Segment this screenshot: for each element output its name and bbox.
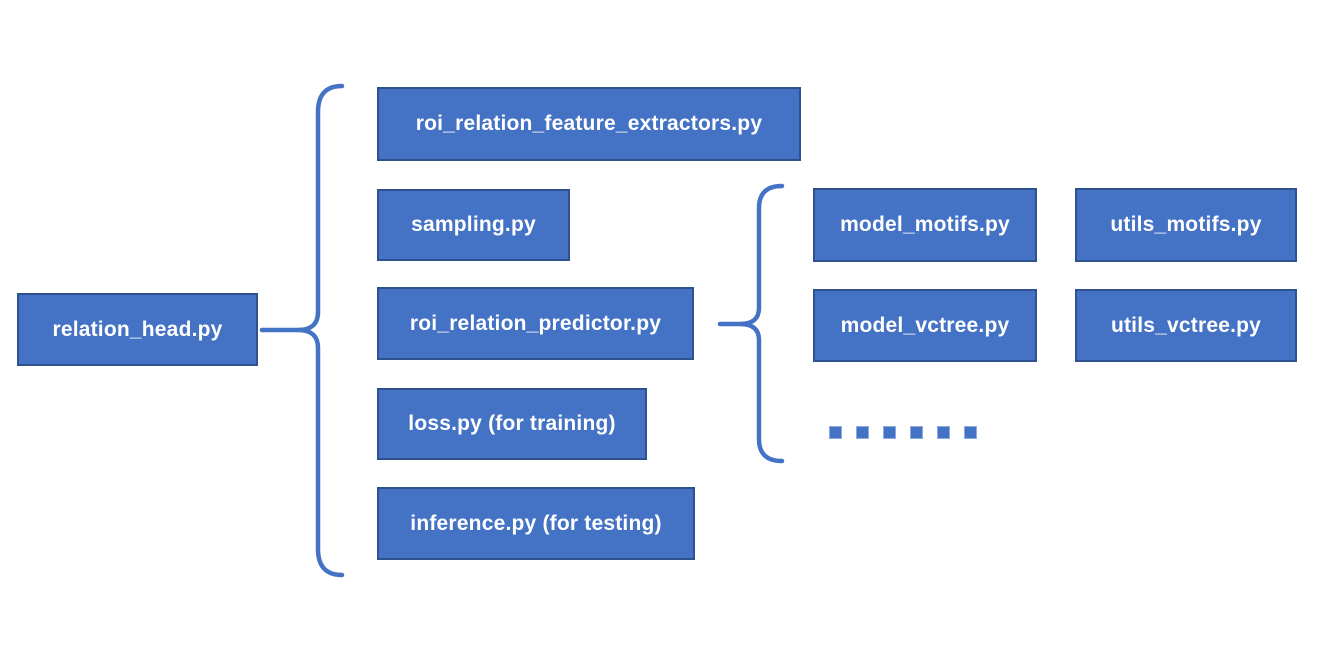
- node-roi-relation-feature-extractors: roi_relation_feature_extractors.py: [377, 87, 801, 161]
- left-curly-brace-small: [739, 183, 785, 464]
- ellipsis-dot: [883, 426, 896, 439]
- ellipsis-dot: [856, 426, 869, 439]
- node-sampling: sampling.py: [377, 189, 570, 261]
- left-curly-brace-large: [297, 83, 345, 578]
- ellipsis-dots: [829, 426, 977, 439]
- node-relation-head: relation_head.py: [17, 293, 258, 366]
- ellipsis-dot: [937, 426, 950, 439]
- ellipsis-dot: [829, 426, 842, 439]
- node-utils-vctree: utils_vctree.py: [1075, 289, 1297, 362]
- node-utils-motifs: utils_motifs.py: [1075, 188, 1297, 262]
- node-model-motifs: model_motifs.py: [813, 188, 1037, 262]
- ellipsis-dot: [964, 426, 977, 439]
- node-loss: loss.py (for training): [377, 388, 647, 460]
- node-inference: inference.py (for testing): [377, 487, 695, 560]
- node-roi-relation-predictor: roi_relation_predictor.py: [377, 287, 694, 360]
- ellipsis-dot: [910, 426, 923, 439]
- braces-group: [259, 83, 785, 578]
- node-model-vctree: model_vctree.py: [813, 289, 1037, 362]
